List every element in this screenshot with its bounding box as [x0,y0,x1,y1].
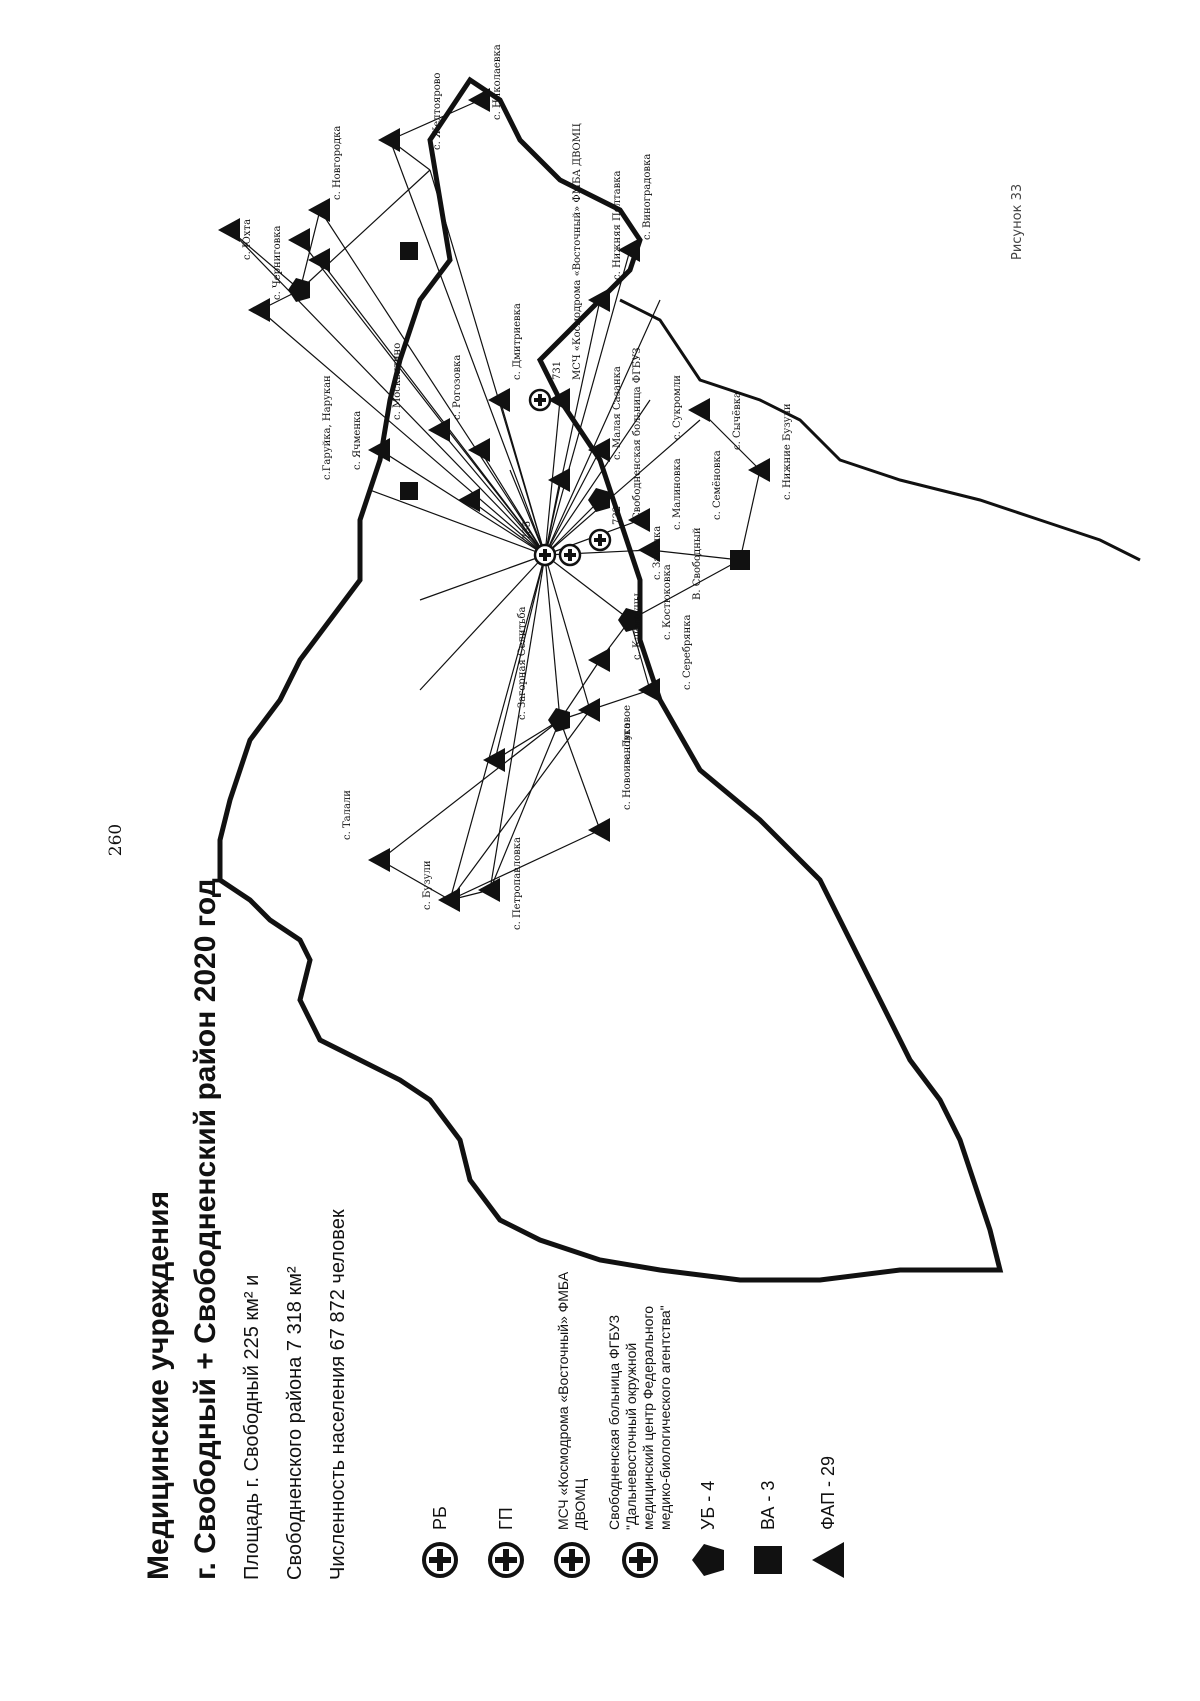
cross-circle-markers [528,388,612,567]
place-label: с. Новоивановка [622,723,633,810]
map-label-hospital: Свободненская больница ФГБУЗ [632,347,643,520]
place-label: с. Бузули [422,860,433,910]
figure-caption: Рисунок 33 [1010,183,1025,260]
legend-item-rb: РБ [420,1020,460,1580]
place-label: с. Черниговка [272,226,283,300]
cross-circle-icon [554,1542,590,1578]
place-label: с. Дмитриевка [512,303,523,380]
place-label: с. Серебрянка [682,615,693,690]
map-label-735: 735 [522,521,533,540]
legend-item-msch: МСЧ «Космодрома «Восточный» ФМБА ДВОМЦ [552,1020,592,1580]
place-label: с. Петропавловка [512,837,523,930]
place-label: с. Новгородка [332,126,343,200]
cross-circle-icon [488,1542,524,1578]
place-label: с. Нижняя Полтавка [612,171,623,280]
place-label: с.Гаруйка, Нарукан [322,375,333,480]
map-label-732: 732 [612,506,623,525]
va-markers [400,242,750,570]
map-label-msch: МСЧ «Космодрома «Восточный» ФМБА ДВОМЦ [572,123,583,380]
place-label: с. Талали [342,790,353,840]
pentagon-icon [692,1544,724,1576]
legend-item-va: ВА - 3 [748,1020,788,1580]
map-label-731: 731 [552,361,563,380]
place-label: с. Сукромли [672,375,683,440]
place-label: с. Ячменка [352,411,363,470]
place-label: с. Костюковка [662,564,673,640]
legend-item-hospital: Свободненская больница ФГБУЗ "Дальневост… [606,1020,674,1580]
place-label: с. Рогозовка [452,355,463,420]
cross-circle-icon [622,1542,658,1578]
place-label: с. Малиновка [672,458,683,530]
place-label: с. Климоуцы [632,593,643,660]
place-label: с. Луговое [622,705,633,760]
cross-circle-icon [422,1542,458,1578]
district-border [217,76,1004,1283]
place-label: с. Загорная Селитьба [517,606,528,720]
legend-item-fap: ФАП - 29 [808,1020,848,1580]
place-label: с. Желтоярово [432,73,443,150]
place-label: с. Малая Сазанка [612,366,623,460]
place-labels: с. Бузули с. Петропавловка с. Загорная С… [242,44,793,930]
place-label: с. Николаевка [492,44,503,120]
fap-markers [218,88,770,912]
place-label: с. Сычёвка [732,392,743,450]
square-icon [754,1546,782,1574]
river [619,298,1141,562]
map-label-svobodny: В. Свободный [692,527,703,600]
triangle-icon [812,1542,844,1578]
legend: РБ ГП МСЧ «Космодрома «Восточный» ФМБА Д… [420,1020,862,1580]
place-label: с. Нижние Бузули [782,403,793,500]
legend-item-gp: ГП [486,1020,526,1580]
legend-item-ub: УБ - 4 [688,1020,728,1580]
place-label: с. Виноградовка [642,154,653,240]
place-label: с. Семёновка [712,450,723,520]
place-label: с. Москвитино [392,343,403,420]
place-label: с. Заганка [652,526,663,580]
ub-markers [288,278,640,732]
place-label: с. Юхта [242,219,253,260]
